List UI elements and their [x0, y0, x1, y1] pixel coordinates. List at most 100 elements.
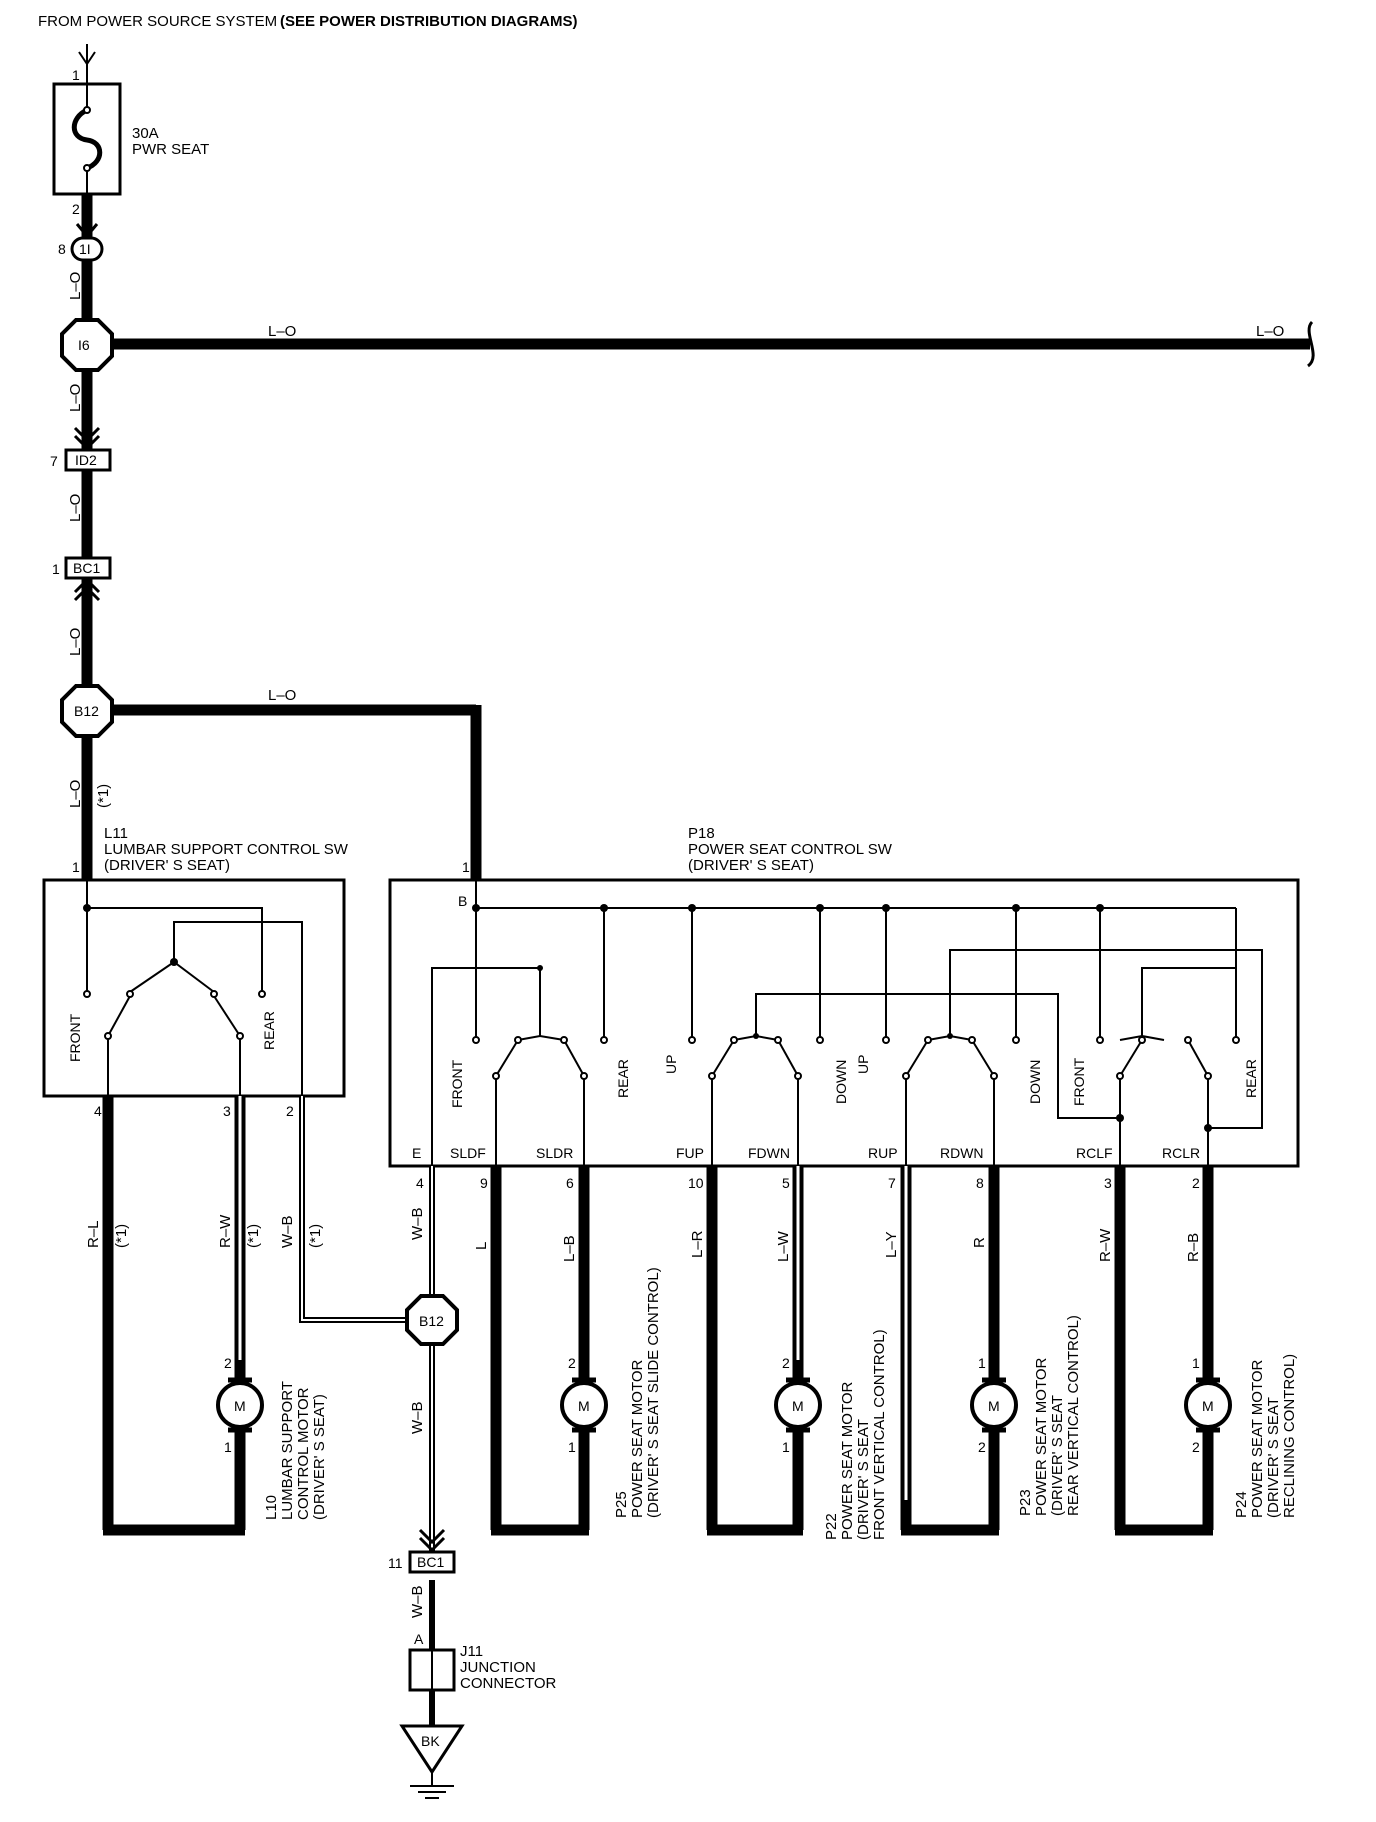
p23-m: M — [988, 1398, 1000, 1414]
p18-pin-8: 8 — [976, 1175, 984, 1191]
connector-bc1-top-label: BC1 — [73, 560, 100, 576]
ground-label: BK — [421, 1733, 440, 1749]
wire-wb-2: W–B — [409, 1207, 426, 1240]
wire-lo-5: L–O — [67, 780, 84, 808]
wire-lo-h3: L–O — [268, 687, 296, 704]
splice-i6-label: I6 — [78, 337, 90, 353]
connector-id2 — [64, 448, 112, 472]
connector-bc1-bot-pin: 11 — [388, 1555, 403, 1571]
wire-lo-1: L–O — [67, 272, 84, 300]
l10-line2: CONTROL MOTOR — [295, 1387, 312, 1520]
p18-pin-7: 7 — [888, 1175, 896, 1191]
p18-term-rup: RUP — [868, 1145, 898, 1161]
wire-lw: L–W — [775, 1230, 792, 1262]
fuse-amp: 30A — [132, 125, 159, 142]
p18-sw-rear-2: REAR — [1243, 1059, 1259, 1098]
wire-rl: R–L — [85, 1220, 102, 1248]
p22-pin-top: 2 — [782, 1355, 790, 1371]
wire-lo-3: L–O — [67, 494, 84, 522]
p22-wires — [706, 1166, 804, 1536]
p25-line1: POWER SEAT MOTOR — [629, 1359, 646, 1518]
l11-pin-top: 1 — [72, 859, 80, 875]
wire-wb-1-star: (*1) — [307, 1224, 324, 1248]
p18-sw-front-1: FRONT — [449, 1059, 465, 1108]
p18-pin-top: 1 — [462, 859, 470, 875]
p18-sw-up-1: UP — [663, 1055, 679, 1074]
l11-junction-top — [83, 904, 91, 912]
l10-id: L10 — [263, 1495, 280, 1520]
wire-l: L — [473, 1242, 490, 1250]
wire-lo-h2: L–O — [1256, 323, 1284, 340]
splice-b12-top — [60, 684, 114, 738]
p18-pin-3: 3 — [1104, 1175, 1112, 1191]
p22-line2: (DRIVER' S SEAT — [855, 1419, 872, 1540]
arrow-bc1-bot — [418, 1528, 446, 1553]
p23-line2: (DRIVER' S SEAT — [1049, 1395, 1066, 1516]
lumbar-motor — [216, 1381, 264, 1429]
p18-pin-10: 10 — [688, 1175, 704, 1191]
p24-line3: RECLINING CONTROL) — [1281, 1354, 1298, 1518]
wire-lo-4: L–O — [67, 628, 84, 656]
l11-id: L11 — [104, 825, 128, 842]
l11-pin-3: 3 — [223, 1103, 231, 1119]
p18-name: POWER SEAT CONTROL SW — [688, 841, 893, 858]
ground-icon — [410, 1772, 454, 1799]
p24-line2: (DRIVER' S SEAT — [1265, 1397, 1282, 1518]
connector-id2-pin: 7 — [50, 453, 58, 469]
p18-sw-front-2: FRONT — [1071, 1057, 1087, 1106]
connector-bc1-top — [64, 556, 112, 580]
p23-motor — [970, 1381, 1018, 1429]
l10-line3: (DRIVER' S SEAT) — [311, 1394, 328, 1520]
p23-line3: REAR VERTICAL CONTROL) — [1065, 1315, 1082, 1516]
wire-rb: R–B — [1185, 1233, 1202, 1262]
j11-id: J11 — [460, 1643, 483, 1660]
main-bus — [81, 194, 1310, 880]
p25-pin-bot: 1 — [568, 1439, 576, 1455]
p18-sub: (DRIVER' S SEAT) — [688, 857, 814, 874]
l11-name: LUMBAR SUPPORT CONTROL SW — [104, 841, 349, 858]
wire-wb-3: W–B — [409, 1401, 426, 1434]
l11-contacts — [83, 990, 266, 1040]
p23-line1: POWER SEAT MOTOR — [1033, 1357, 1050, 1516]
wire-lo-2: L–O — [67, 384, 84, 412]
p18-internals — [431, 880, 1263, 1166]
wire-rw2: R–W — [1097, 1228, 1114, 1262]
wire-lb: L–B — [561, 1235, 578, 1262]
p18-term-rclf: RCLF — [1076, 1145, 1113, 1161]
lumbar-motor-wires — [102, 1096, 246, 1536]
fuse-name: PWR SEAT — [132, 141, 209, 158]
fuse-pin-in: 1 — [72, 67, 80, 83]
connector-1i-label: 1I — [79, 241, 91, 257]
input-arrow — [78, 44, 96, 84]
p18-term-rclr: RCLR — [1162, 1145, 1200, 1161]
connector-bc1-bot-label: BC1 — [417, 1554, 444, 1570]
wire-wb-1: W–B — [279, 1215, 296, 1248]
l11-pin-2: 2 — [286, 1103, 294, 1119]
p25-m: M — [578, 1398, 590, 1414]
lumbar-motor-pin-top: 2 — [224, 1355, 232, 1371]
splice-b12-top-label: B12 — [74, 703, 99, 719]
wire-wb-4: W–B — [409, 1585, 426, 1618]
arrow-id2 — [73, 426, 101, 451]
p18-term-rdwn: RDWN — [940, 1145, 984, 1161]
l11-sub: (DRIVER' S SEAT) — [104, 857, 230, 874]
p18-pin-5: 5 — [782, 1175, 790, 1191]
p23-pin-top: 1 — [978, 1355, 986, 1371]
p25-id: P25 — [613, 1491, 630, 1518]
p23-id: P23 — [1017, 1489, 1034, 1516]
connector-bc1-top-pin: 1 — [52, 561, 60, 577]
l11-rear: REAR — [261, 1011, 277, 1050]
arrow-bc1-top — [73, 577, 101, 602]
bus-continuation-mark — [1306, 320, 1315, 368]
wire-lo-h1: L–O — [268, 323, 296, 340]
p18-junctions — [472, 904, 1212, 1132]
p18-term-fup: FUP — [676, 1145, 704, 1161]
j11-line2: CONNECTOR — [460, 1675, 557, 1692]
lumbar-motor-pin-bot: 1 — [224, 1439, 232, 1455]
wire-rw: R–W — [217, 1214, 234, 1248]
p18-term-sldf: SLDF — [450, 1145, 486, 1161]
p18-pin-6: 6 — [566, 1175, 574, 1191]
l11-internals — [86, 880, 303, 1096]
j11-pin: A — [414, 1631, 424, 1647]
